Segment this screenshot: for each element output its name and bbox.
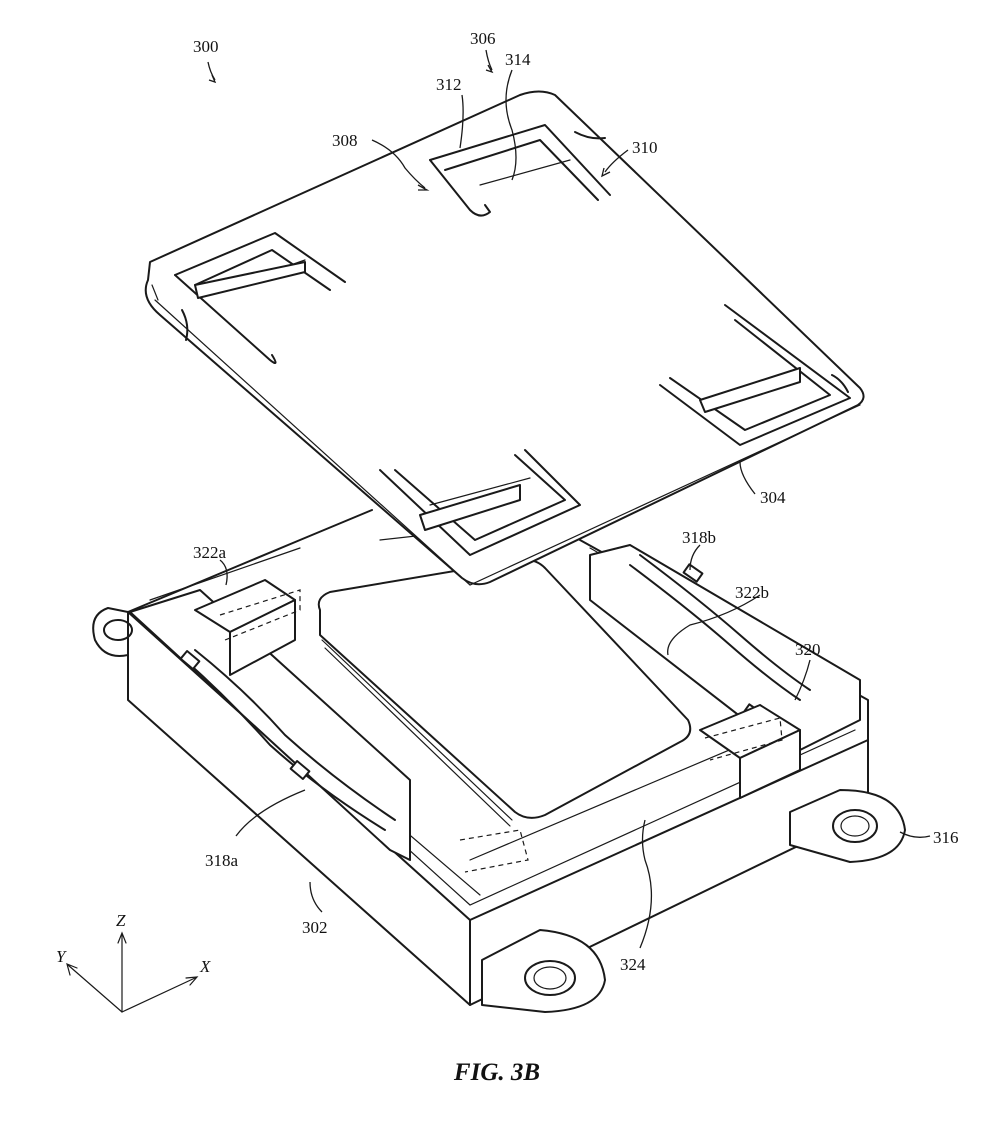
label-322b: 322b (735, 583, 769, 602)
spring-left (129, 589, 411, 861)
label-306: 306 (470, 29, 496, 48)
label-322a: 322a (193, 543, 227, 562)
label-314: 314 (505, 50, 531, 69)
mount-tab-right (789, 789, 906, 863)
label-302: 302 (302, 918, 328, 937)
axis-z-label: Z (116, 911, 126, 930)
leader-lines (207, 49, 931, 949)
figure-caption: FIG. 3B (453, 1059, 540, 1086)
label-316: 316 (933, 828, 959, 847)
cover-slots (174, 124, 851, 556)
mount-tab-bottom (481, 929, 606, 1013)
latch-block-left (194, 579, 301, 676)
label-318a: 318a (205, 851, 239, 870)
latch-block-right (699, 704, 801, 799)
label-308: 308 (332, 131, 358, 150)
label-324: 324 (620, 955, 646, 974)
label-300: 300 (193, 37, 219, 56)
mount-tab-left (92, 607, 133, 657)
axis-x-label: X (199, 957, 211, 976)
axis-y-label: Y (56, 947, 67, 966)
label-304: 304 (760, 488, 786, 507)
label-310: 310 (632, 138, 658, 157)
axis-triad: Z X Y (56, 911, 211, 1013)
label-318b: 318b (682, 528, 716, 547)
label-312: 312 (436, 75, 462, 94)
label-320: 320 (795, 640, 821, 659)
battery-pad (317, 558, 692, 873)
cover-plate (144, 90, 865, 586)
reference-labels: 300 306 314 312 308 310 304 322a 318b 32… (193, 29, 959, 974)
